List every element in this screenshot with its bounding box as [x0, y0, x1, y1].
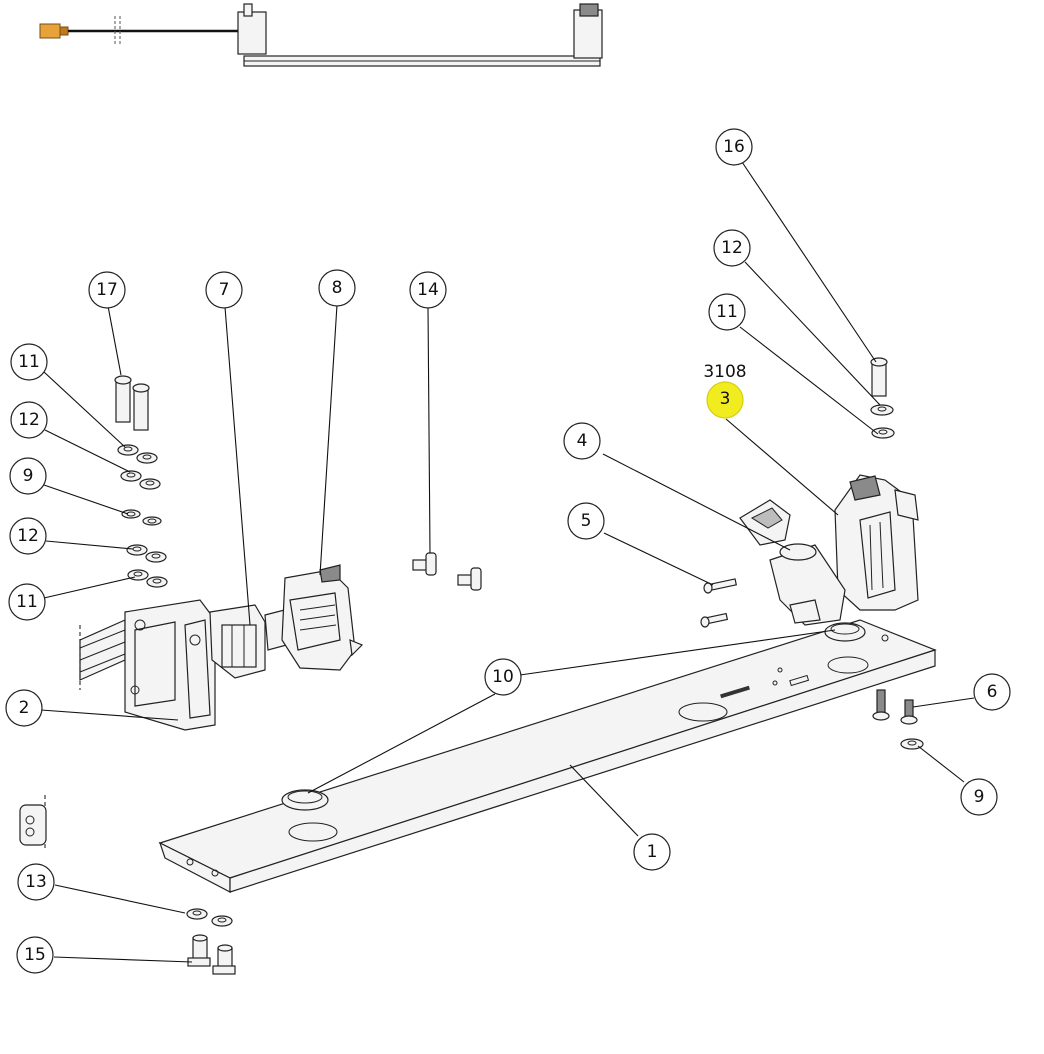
part-5-screws — [700, 578, 738, 628]
svg-text:9: 9 — [23, 466, 34, 486]
callout-5[interactable]: 5 — [567, 502, 605, 540]
svg-text:12: 12 — [721, 238, 743, 258]
svg-text:12: 12 — [17, 526, 39, 546]
callouts: 17 7 8 14 11 12 9 12 11 2 16 12 11 3108 … — [5, 128, 1011, 974]
overview-left-bracket — [237, 11, 267, 55]
svg-text:11: 11 — [716, 302, 738, 322]
overview-right-latch — [573, 9, 603, 59]
callout-11-right[interactable]: 11 — [708, 293, 746, 331]
part-8-plate — [281, 564, 364, 671]
svg-text:7: 7 — [219, 280, 230, 300]
callout-9-left[interactable]: 9 — [9, 457, 47, 495]
svg-text:11: 11 — [16, 592, 38, 612]
callout-4[interactable]: 4 — [563, 422, 601, 460]
callout-13[interactable]: 13 — [17, 863, 55, 901]
svg-text:11: 11 — [18, 352, 40, 372]
part-17-bolts — [114, 375, 150, 431]
svg-text:15: 15 — [24, 945, 46, 965]
svg-text:6: 6 — [987, 682, 998, 702]
callout-9-right[interactable]: 9 — [960, 778, 998, 816]
part-10-grommets — [281, 622, 866, 811]
svg-text:2: 2 — [19, 698, 30, 718]
svg-text:13: 13 — [25, 872, 47, 892]
callout-1[interactable]: 1 — [633, 833, 671, 871]
overview-assembly — [39, 3, 603, 67]
callout-3-ref-number: 3108 — [703, 362, 746, 382]
callout-11-left-bottom[interactable]: 11 — [8, 583, 46, 621]
callout-15[interactable]: 15 — [16, 936, 54, 974]
callout-12-left-bottom[interactable]: 12 — [9, 517, 47, 555]
callout-2[interactable]: 2 — [5, 689, 43, 727]
callout-7[interactable]: 7 — [205, 271, 243, 309]
callout-17[interactable]: 17 — [88, 271, 126, 309]
svg-text:17: 17 — [96, 280, 118, 300]
svg-text:8: 8 — [332, 278, 343, 298]
svg-text:4: 4 — [577, 431, 588, 451]
leader-lines — [40, 161, 975, 963]
callout-10[interactable]: 10 — [484, 658, 522, 696]
svg-text:12: 12 — [18, 410, 40, 430]
part-16-bolt — [870, 357, 895, 439]
part-3-latch — [834, 474, 919, 611]
left-washer-stack — [117, 444, 168, 588]
side-connector-icon — [19, 804, 47, 846]
part-4-knob — [739, 499, 846, 626]
callout-6[interactable]: 6 — [973, 673, 1011, 711]
callout-16[interactable]: 16 — [715, 128, 753, 166]
callout-8[interactable]: 8 — [318, 269, 356, 307]
svg-text:16: 16 — [723, 137, 745, 157]
svg-text:9: 9 — [974, 787, 985, 807]
svg-text:3: 3 — [720, 389, 731, 409]
callout-12-right[interactable]: 12 — [713, 229, 751, 267]
callout-3-highlighted[interactable]: 3108 3 — [703, 362, 747, 419]
part-14-screws — [412, 552, 482, 591]
part-1-rail — [158, 619, 937, 893]
cable-connector-icon — [39, 23, 61, 39]
callout-14[interactable]: 14 — [409, 271, 447, 309]
callout-12-left-top[interactable]: 12 — [10, 401, 48, 439]
callout-11-left-top[interactable]: 11 — [10, 343, 48, 381]
svg-text:5: 5 — [581, 511, 592, 531]
svg-text:14: 14 — [417, 280, 439, 300]
part-2-bracket — [79, 599, 216, 731]
svg-text:1: 1 — [647, 842, 658, 862]
part-6-screws — [872, 689, 924, 750]
part-13-15-parts — [19, 795, 236, 975]
svg-text:10: 10 — [492, 667, 514, 687]
